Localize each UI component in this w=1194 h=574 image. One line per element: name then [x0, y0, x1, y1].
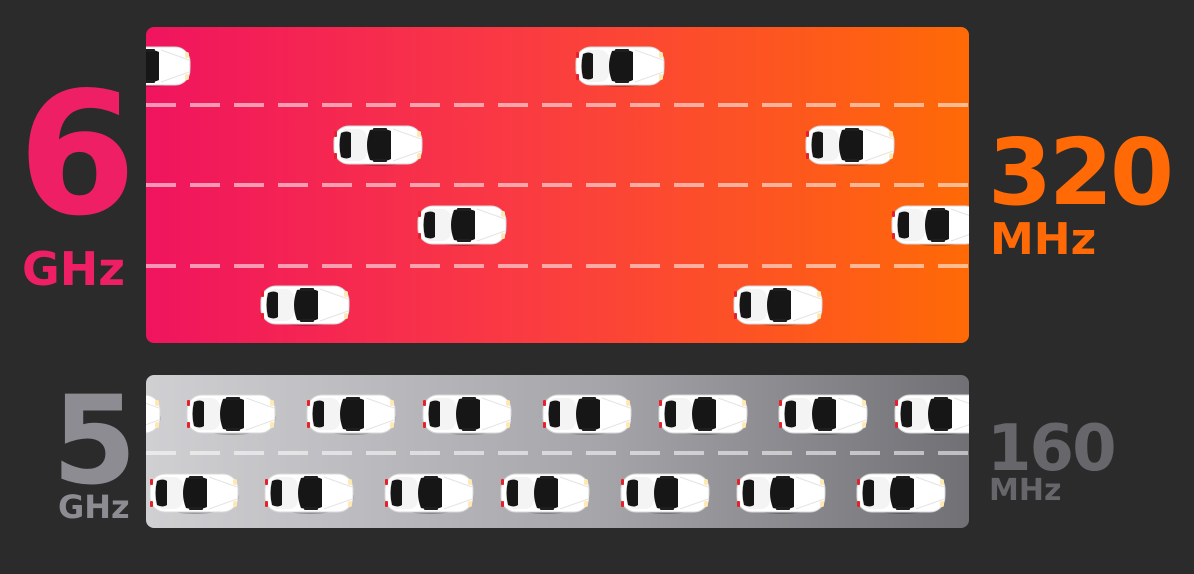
car-icon	[733, 285, 823, 327]
car-icon	[856, 473, 946, 515]
band-6ghz-number: 6	[18, 56, 136, 254]
road-5ghz	[146, 375, 969, 528]
lane-divider	[146, 451, 969, 455]
lane-divider	[146, 183, 969, 187]
car-icon	[891, 205, 969, 247]
car-icon	[384, 473, 474, 515]
car-icon	[260, 285, 350, 327]
car-icon	[500, 473, 590, 515]
car-icon	[422, 394, 512, 436]
width-320mhz-unit: MHz	[990, 214, 1097, 265]
car-icon	[146, 394, 161, 436]
band-5ghz-number: 5	[52, 370, 137, 512]
width-320mhz-number: 320	[988, 119, 1174, 226]
width-160mhz-unit: MHz	[989, 473, 1062, 508]
width-160mhz-number: 160	[987, 412, 1117, 486]
car-icon	[778, 394, 868, 436]
band-5ghz-unit: GHz	[58, 488, 130, 526]
lane-divider	[146, 264, 969, 268]
car-icon	[575, 46, 665, 88]
car-icon	[805, 125, 895, 167]
car-icon	[620, 473, 710, 515]
car-icon	[736, 473, 826, 515]
car-icon	[264, 473, 354, 515]
car-icon	[149, 473, 239, 515]
lane-divider	[146, 103, 969, 107]
band-6ghz-unit: GHz	[22, 242, 126, 296]
car-icon	[417, 205, 507, 247]
car-icon	[658, 394, 748, 436]
car-icon	[146, 46, 191, 88]
car-icon	[542, 394, 632, 436]
road-6ghz	[146, 27, 969, 343]
car-icon	[333, 125, 423, 167]
car-icon	[186, 394, 276, 436]
car-icon	[894, 394, 969, 436]
car-icon	[306, 394, 396, 436]
